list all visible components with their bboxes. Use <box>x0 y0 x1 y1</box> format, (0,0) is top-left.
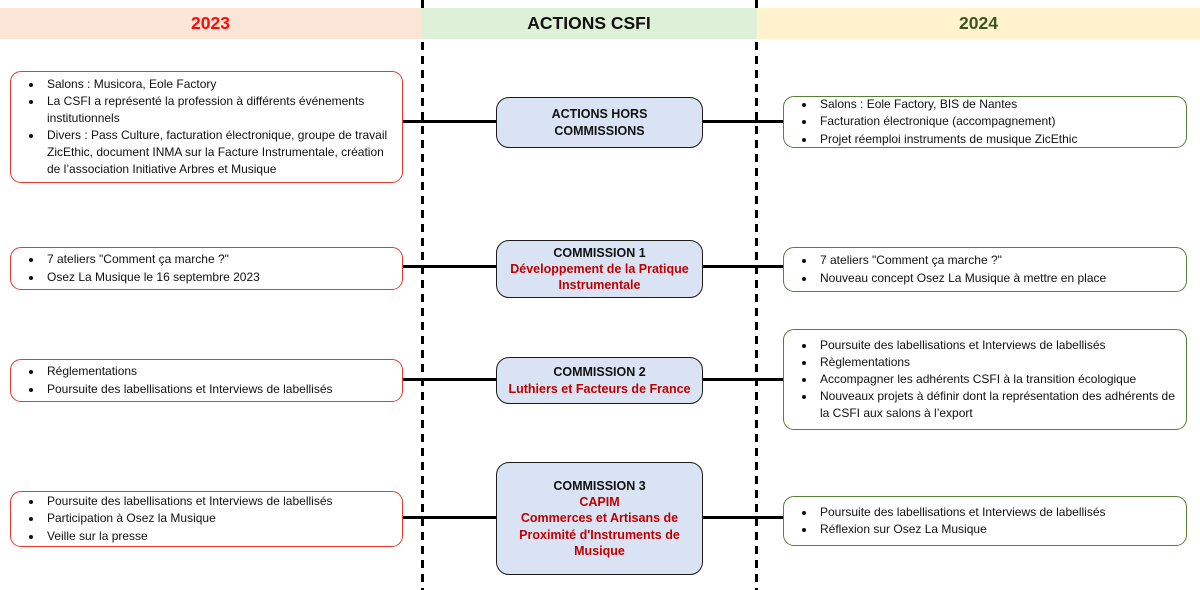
box-2024-commission-2: Poursuite des labellisations et Intervie… <box>783 329 1187 430</box>
bullet-item: Participation à Osez la Musique <box>43 510 394 527</box>
bullet-item: Osez La Musique le 16 septembre 2023 <box>43 269 394 286</box>
header-2023-label: 2023 <box>191 13 230 33</box>
commission-title: COMMISSION 3 <box>553 478 646 493</box>
dashed-divider-left <box>421 0 424 590</box>
box-commission-3: COMMISSION 3 CAPIM Commerces et Artisans… <box>496 462 703 575</box>
header-actions-csfi: ACTIONS CSFI <box>421 8 757 39</box>
bullet-item: Réflexion sur Osez La Musique <box>816 521 1178 538</box>
bullet-item: Poursuite des labellisations et Intervie… <box>816 337 1178 354</box>
bullet-list: Poursuite des labellisations et Intervie… <box>790 504 1178 538</box>
bullet-item: Veille sur la presse <box>43 528 394 545</box>
box-2023-actions-hors-commissions: Salons : Musicora, Eole FactoryLa CSFI a… <box>10 71 403 183</box>
bullet-list: 7 ateliers "Comment ça marche ?"Osez La … <box>17 251 394 285</box>
box-commission-1: COMMISSION 1 Développement de la Pratiqu… <box>496 240 703 298</box>
box-2024-commission-3: Poursuite des labellisations et Intervie… <box>783 496 1187 546</box>
connector-row1-left <box>400 120 499 123</box>
box-2023-commission-3: Poursuite des labellisations et Intervie… <box>10 491 403 547</box>
bullet-item: Facturation électronique (accompagnement… <box>816 113 1178 130</box>
box-2024-commission-1: 7 ateliers "Comment ça marche ?"Nouveau … <box>783 247 1187 292</box>
bullet-item: Salons : Eole Factory, BIS de Nantes <box>816 96 1178 113</box>
bullet-item: Poursuite des labellisations et Intervie… <box>43 381 394 398</box>
connector-row2-left <box>400 265 499 268</box>
connector-row4-right <box>700 516 785 519</box>
box-2023-commission-1: 7 ateliers "Comment ça marche ?"Osez La … <box>10 247 403 290</box>
bullet-list: Poursuite des labellisations et Intervie… <box>17 493 394 544</box>
bullet-item: La CSFI a représenté la profession à dif… <box>43 93 394 127</box>
header-2023: 2023 <box>0 8 421 39</box>
box-2024-actions-hors-commissions: Salons : Eole Factory, BIS de NantesFact… <box>783 96 1187 148</box>
bullet-item: Poursuite des labellisations et Intervie… <box>43 493 394 510</box>
bullet-item: Poursuite des labellisations et Intervie… <box>816 504 1178 521</box>
header-2024-label: 2024 <box>959 13 998 33</box>
bullet-item: Salons : Musicora, Eole Factory <box>43 76 394 93</box>
bullet-list: Salons : Musicora, Eole FactoryLa CSFI a… <box>17 76 394 178</box>
commission-title: ACTIONS HORS COMMISSIONS <box>551 107 648 138</box>
bullet-item: 7 ateliers "Comment ça marche ?" <box>816 252 1178 269</box>
commission-subtitle: Luthiers et Facteurs de France <box>508 381 691 396</box>
commission-subtitle: Développement de la Pratique Instrumenta… <box>510 261 689 293</box>
bullet-item: Réglementations <box>43 363 394 380</box>
bullet-item: Nouveaux projets à définir dont la repré… <box>816 388 1178 422</box>
bullet-item: Projet réemploi instruments de musique Z… <box>816 131 1178 148</box>
header-2024: 2024 <box>757 8 1200 39</box>
connector-row2-right <box>700 265 785 268</box>
box-actions-hors-commissions: ACTIONS HORS COMMISSIONS <box>496 97 703 148</box>
bullet-item: 7 ateliers "Comment ça marche ?" <box>43 251 394 268</box>
commission-title: COMMISSION 1 <box>553 245 646 260</box>
bullet-list: Poursuite des labellisations et Intervie… <box>790 337 1178 422</box>
connector-row1-right <box>700 120 785 123</box>
dashed-divider-right <box>755 0 758 590</box>
connector-row3-right <box>700 378 785 381</box>
bullet-item: Divers : Pass Culture, facturation élect… <box>43 127 394 178</box>
connector-row3-left <box>400 378 499 381</box>
commission-subtitle: CAPIM Commerces et Artisans de Proximité… <box>519 495 680 558</box>
bullet-item: Accompagner les adhérents CSFI à la tran… <box>816 371 1178 388</box>
connector-row4-left <box>400 516 499 519</box>
header-actions-csfi-label: ACTIONS CSFI <box>527 13 651 33</box>
bullet-list: 7 ateliers "Comment ça marche ?"Nouveau … <box>790 252 1178 286</box>
bullet-list: Salons : Eole Factory, BIS de NantesFact… <box>790 96 1178 147</box>
box-commission-2: COMMISSION 2 Luthiers et Facteurs de Fra… <box>496 357 703 404</box>
commission-title: COMMISSION 2 <box>553 365 646 380</box>
bullet-list: RéglementationsPoursuite des labellisati… <box>17 363 394 397</box>
box-2023-commission-2: RéglementationsPoursuite des labellisati… <box>10 359 403 402</box>
bullet-item: Règlementations <box>816 354 1178 371</box>
bullet-item: Nouveau concept Osez La Musique à mettre… <box>816 270 1178 287</box>
